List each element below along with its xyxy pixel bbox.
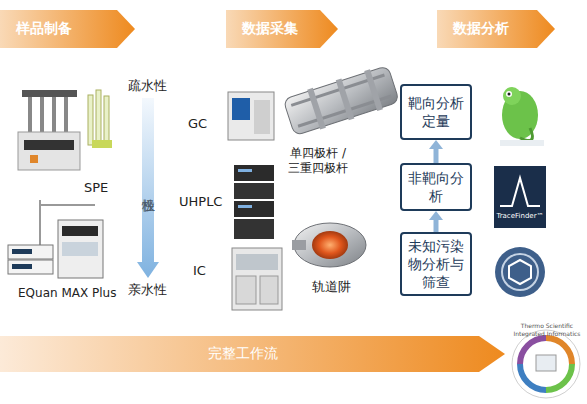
- node-text: 样品制备: [16, 20, 72, 38]
- process-box: 靶向分析定量: [400, 84, 472, 140]
- analyzer-label: 单四极杆 / 三重四极杆: [286, 146, 350, 176]
- shape-fill: [137, 98, 159, 278]
- quadrupole-image: [282, 64, 400, 138]
- technique-label: IC: [193, 263, 223, 279]
- orbitrap-image: [292, 223, 366, 267]
- technique-label: UHPLC: [179, 194, 229, 210]
- node-text: 靶向分析定量: [408, 94, 464, 130]
- node-text: 完整工作流: [208, 345, 278, 363]
- arrow-head: [429, 211, 443, 220]
- compound-discoverer-logo: [495, 247, 545, 297]
- shape-fill: [0, 10, 135, 48]
- stage-arrow: 样品制备: [0, 10, 135, 48]
- integrated-informatics-logo: [512, 330, 580, 398]
- stage-arrow: 数据分析: [437, 10, 555, 48]
- shape-fill: [0, 336, 505, 372]
- analyzer-label: 轨道阱: [312, 279, 362, 295]
- arrow-shaft: [434, 219, 439, 232]
- node-text: 未知污染物分析与筛查: [408, 237, 464, 291]
- flow-arrow: [429, 140, 443, 163]
- logo-text: TraceFinder™: [494, 212, 546, 221]
- chromeleon-logo: [500, 87, 544, 146]
- equan-system: [8, 200, 103, 278]
- polarity-label: 疏水性: [128, 78, 178, 94]
- node-text: 非靶向分析: [408, 169, 464, 205]
- uhplc-instrument: [234, 165, 274, 239]
- logo-text: Thermo Scientific Integrated Informatics: [512, 322, 582, 338]
- arrow-head: [429, 140, 443, 149]
- shape-fill: [437, 10, 555, 48]
- polarity-arrow: 极性: [137, 98, 159, 278]
- process-box: 非靶向分析: [400, 163, 472, 211]
- instrument-label: SPE: [84, 180, 124, 196]
- polarity-label: 亲水性: [128, 282, 178, 298]
- workflow-band: 完整工作流: [0, 336, 505, 372]
- tracefinder-logo: [494, 166, 546, 228]
- flow-arrow: [429, 211, 443, 232]
- sample-tubes: [88, 90, 112, 148]
- gc-instrument: [228, 92, 274, 140]
- technique-label: GC: [188, 116, 218, 132]
- ic-instrument: [232, 248, 282, 310]
- shape-fill: [226, 10, 338, 48]
- process-box: 未知污染物分析与筛查: [400, 232, 472, 296]
- node-text: 数据采集: [242, 20, 298, 38]
- down-outline: [137, 98, 159, 278]
- stage-arrow: 数据采集: [226, 10, 338, 48]
- instrument-label: EQuan MAX Plus: [18, 286, 128, 301]
- spe-device: [18, 90, 80, 170]
- node-text: 数据分析: [453, 20, 509, 38]
- arrow-shaft: [434, 148, 439, 163]
